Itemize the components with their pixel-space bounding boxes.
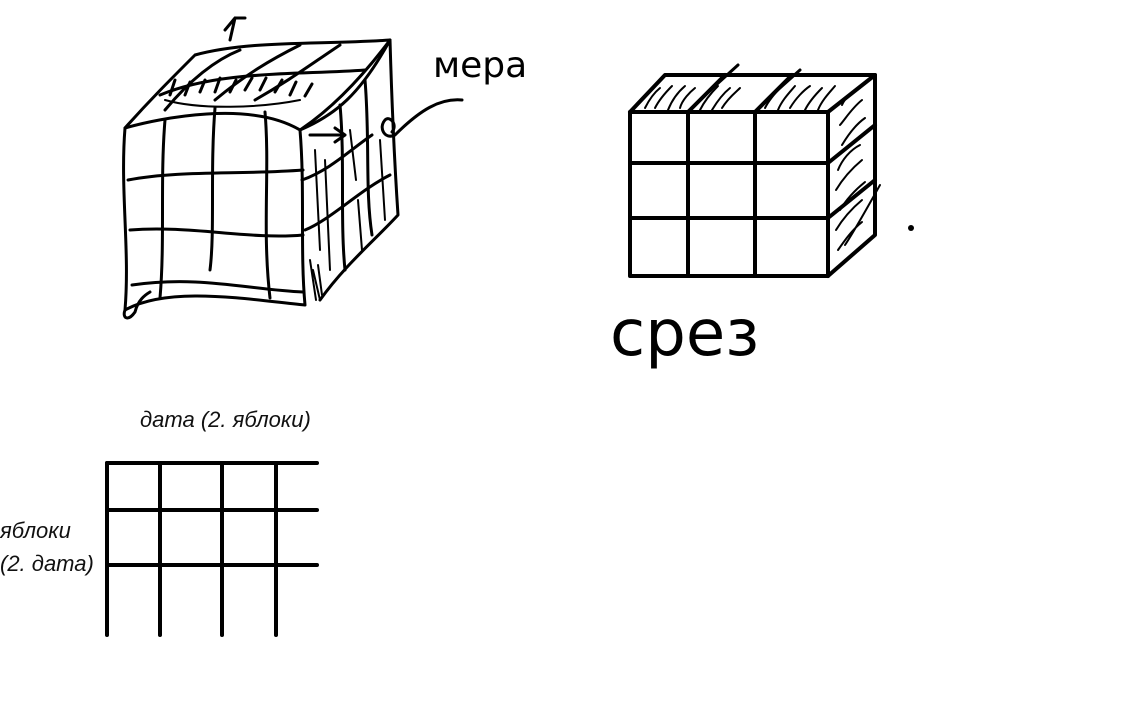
grid-top-label: дата (2. яблоки) — [140, 407, 311, 432]
grid-left-label-line2: (2. дата) — [0, 551, 94, 576]
measure-label: мера — [433, 45, 527, 86]
sketch-cube — [122, 16, 464, 320]
grid-left-label-line1: яблоки — [0, 518, 71, 543]
slice-label: срез — [610, 297, 759, 371]
slice-cube-hatching — [644, 85, 881, 251]
flat-grid — [105, 461, 319, 637]
stray-dot — [908, 225, 914, 231]
